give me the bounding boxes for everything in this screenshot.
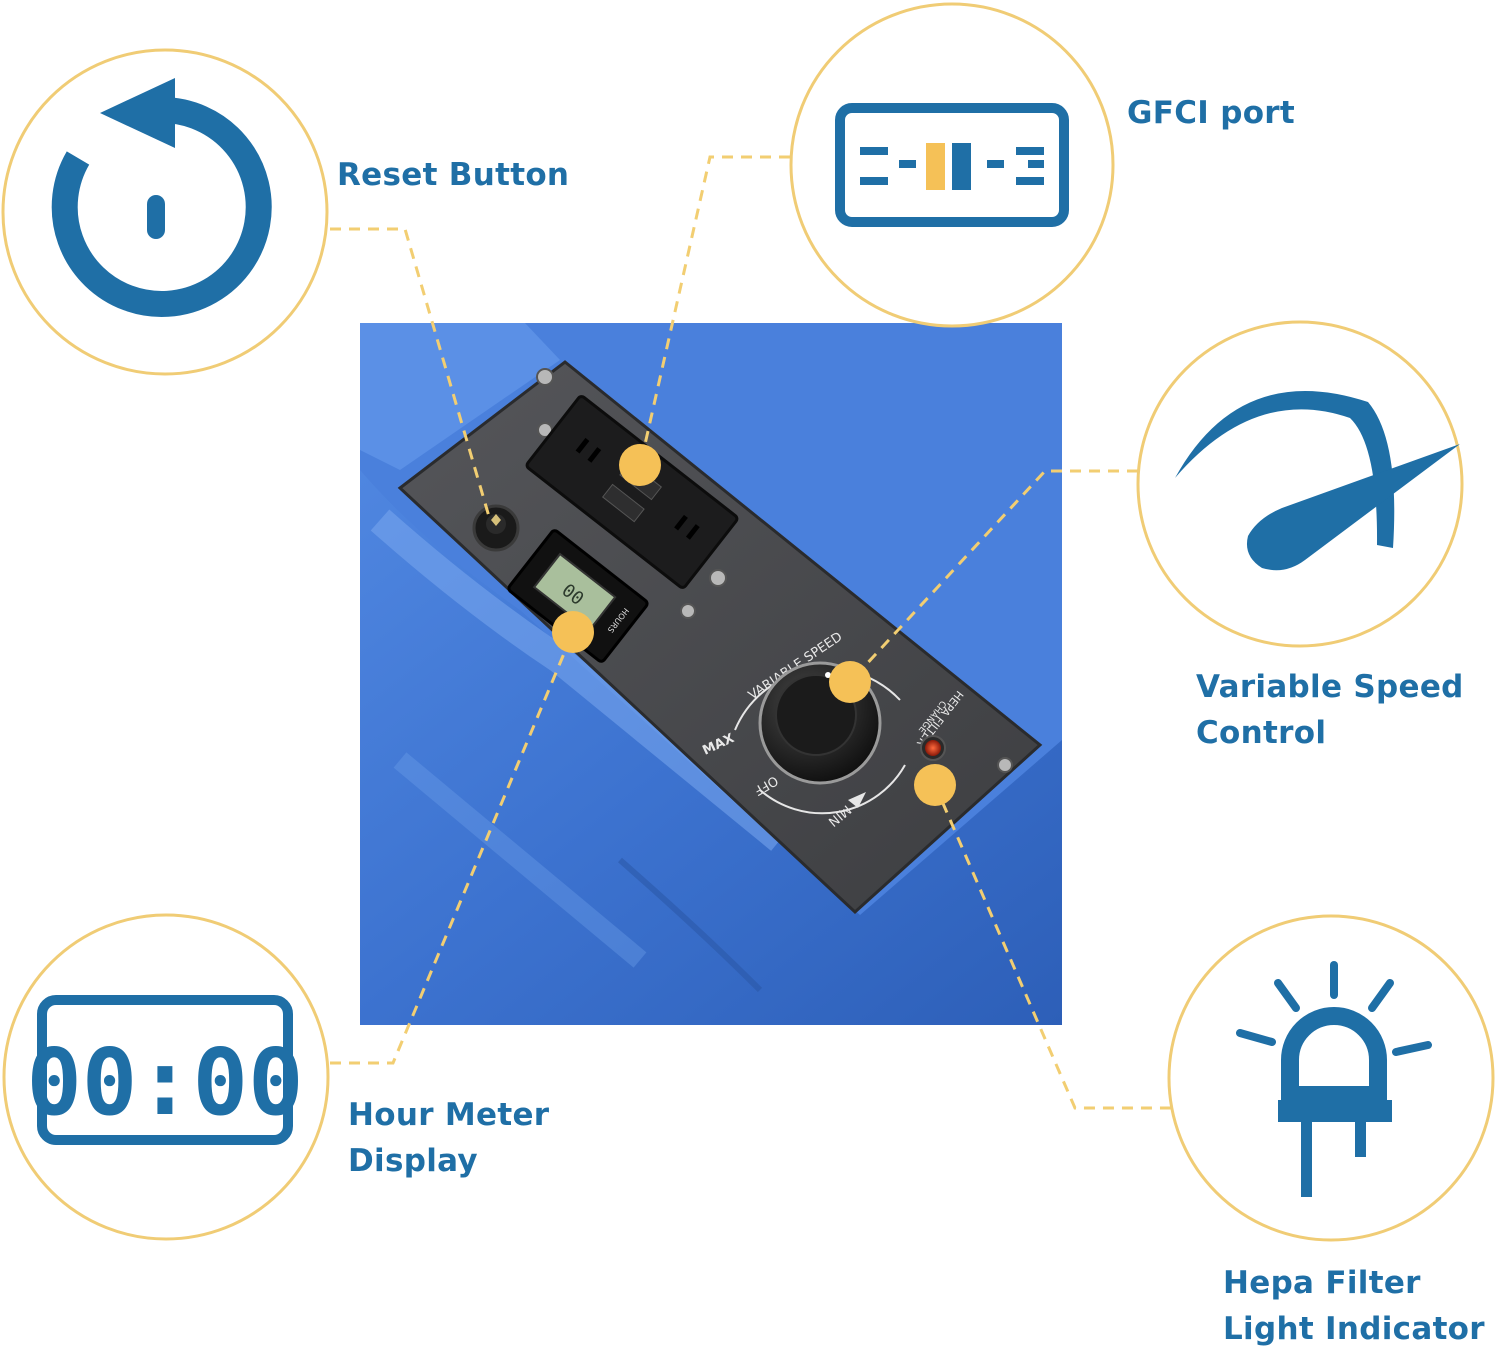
marker-hour bbox=[552, 611, 594, 653]
reset-button-label: Reset Button bbox=[337, 152, 569, 198]
hour-meter-label-line1: Hour Meter bbox=[348, 1097, 550, 1133]
variable-speed-label: Variable Speed Control bbox=[1196, 664, 1464, 756]
speedometer-icon bbox=[1175, 390, 1460, 571]
gfci-port-label: GFCI port bbox=[1127, 90, 1295, 136]
leader-hepa bbox=[933, 784, 1172, 1110]
callout-hepa bbox=[1167, 914, 1495, 1242]
panel-screw bbox=[709, 569, 727, 587]
hepa-filter-label-line2: Light Indicator bbox=[1223, 1311, 1485, 1347]
variable-speed-label-line1: Variable Speed bbox=[1196, 669, 1464, 705]
marker-speed bbox=[829, 661, 871, 703]
reset-icon bbox=[51, 78, 272, 317]
callout-speed bbox=[1136, 320, 1464, 648]
callout-gfci bbox=[789, 2, 1115, 328]
clock-display-text: 00:00 bbox=[27, 1029, 304, 1136]
housing-highlight bbox=[370, 509, 789, 851]
markers bbox=[552, 444, 956, 806]
marker-gfci bbox=[619, 444, 661, 486]
housing-top-lip bbox=[360, 323, 560, 470]
leader-gfci bbox=[639, 155, 790, 463]
callout-hour: 00:00 bbox=[2, 913, 330, 1241]
leader-hour bbox=[330, 631, 575, 1065]
variable-speed-label-line2: Control bbox=[1196, 715, 1327, 751]
panel-screw bbox=[997, 757, 1013, 773]
reset-button-photo[interactable] bbox=[472, 504, 520, 552]
leader-reset bbox=[330, 227, 492, 521]
knob-indicator-dot bbox=[825, 672, 831, 678]
panel-screw bbox=[680, 603, 696, 619]
leader-lines bbox=[330, 155, 1172, 1110]
housing-highlight-2 bbox=[393, 752, 647, 968]
marker-hepa bbox=[914, 764, 956, 806]
product-photo: 00 HOURS VARIABLE SPEED MAX OFF MIN HEPA… bbox=[360, 323, 1062, 1025]
callout-reset bbox=[1, 48, 329, 376]
panel-screw bbox=[536, 368, 554, 386]
hour-meter-label-line2: Display bbox=[348, 1143, 478, 1179]
warning-light-icon bbox=[1236, 961, 1432, 1197]
hour-meter-photo: 00 HOURS bbox=[507, 529, 649, 663]
gfci-port-label-text: GFCI port bbox=[1127, 95, 1295, 131]
reset-button-label-text: Reset Button bbox=[337, 157, 570, 193]
control-panel-plate bbox=[397, 360, 1043, 915]
digital-clock-icon: 00:00 bbox=[27, 995, 304, 1145]
hepa-filter-label-line1: Hepa Filter bbox=[1223, 1265, 1421, 1301]
gfci-outlet-icon bbox=[835, 103, 1069, 227]
hour-meter-label: Hour Meter Display bbox=[348, 1092, 549, 1184]
housing-groove bbox=[618, 857, 763, 993]
housing-ridge bbox=[360, 470, 1062, 1025]
hepa-filter-label: Hepa Filter Light Indicator bbox=[1223, 1260, 1485, 1352]
